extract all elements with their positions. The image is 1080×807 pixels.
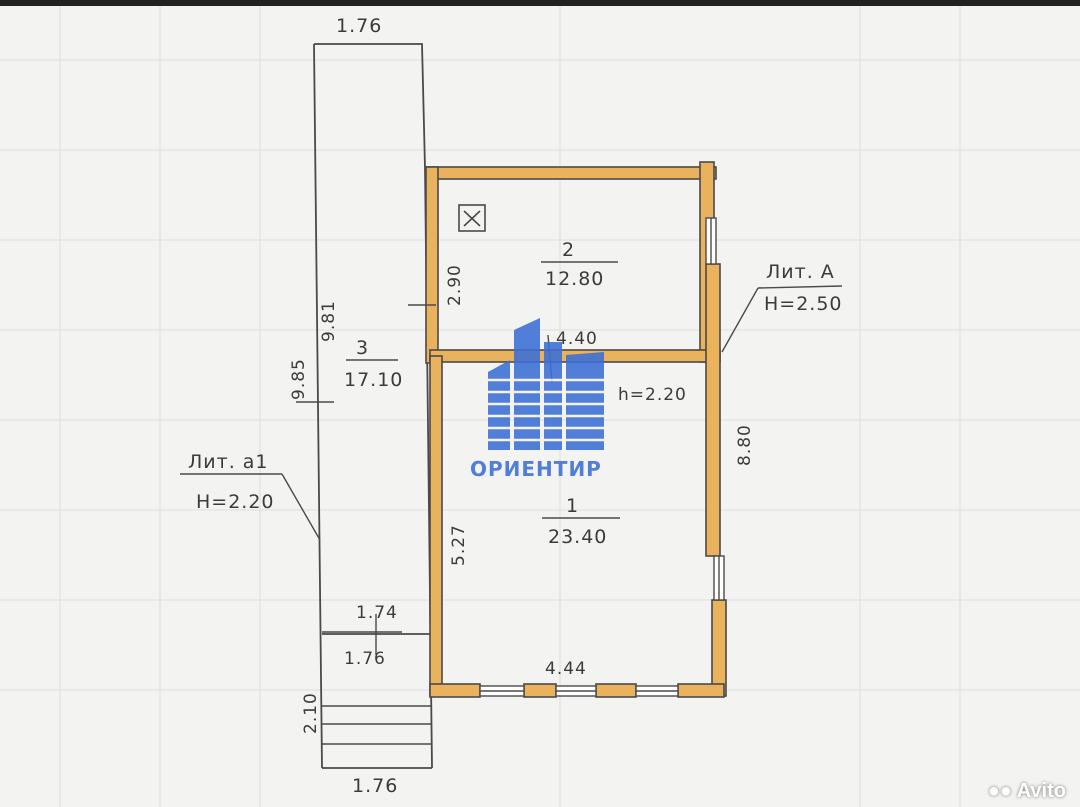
room-1-number: 1 (566, 495, 579, 517)
dim-porch-length-inner: 9.81 (319, 300, 339, 342)
dim-room1-height: 5.27 (449, 524, 469, 566)
room-3-area: 17.10 (344, 369, 403, 391)
logo-text: ОРИЕНТИР (470, 457, 602, 481)
porch-steps (322, 705, 431, 745)
orientir-logo: ОРИЕНТИР (470, 318, 608, 481)
dim-building-depth: 8.80 (735, 424, 755, 466)
dim-room2-height: 2.90 (445, 264, 465, 306)
dim-porch-mid-a: 1.74 (356, 603, 398, 623)
dim-porch-mid-b: 1.76 (344, 649, 386, 669)
windows (479, 217, 725, 697)
dim-room1-width: 4.44 (545, 659, 587, 679)
room-2-number: 2 (562, 239, 575, 261)
lit-a1-label: Лит. а1 (188, 451, 269, 473)
top-edge (0, 0, 1080, 6)
dim-partition-width: 4.40 (556, 329, 598, 349)
dim-bottom-width: 1.76 (352, 775, 398, 797)
avito-dots-icon: ●● (987, 780, 1012, 802)
lit-a1-height: Н=2.20 (196, 491, 275, 513)
room-3-number: 3 (356, 337, 369, 359)
room-1-area: 23.40 (548, 526, 607, 548)
lit-a-height: Н=2.50 (764, 293, 843, 315)
room-2-area: 12.80 (545, 268, 604, 290)
dim-steps-length: 2.10 (301, 692, 321, 734)
avito-text: Avito (1016, 780, 1066, 802)
avito-watermark: ●● Avito (988, 780, 1066, 803)
stove-icon (458, 204, 486, 232)
logo-stripes (486, 378, 608, 442)
dim-porch-length-outer: 9.85 (289, 358, 309, 400)
lit-a-label: Лит. А (766, 261, 835, 283)
dim-top-width: 1.76 (336, 15, 382, 37)
room-height-label: h=2.20 (618, 385, 687, 405)
building-walls (425, 161, 727, 698)
